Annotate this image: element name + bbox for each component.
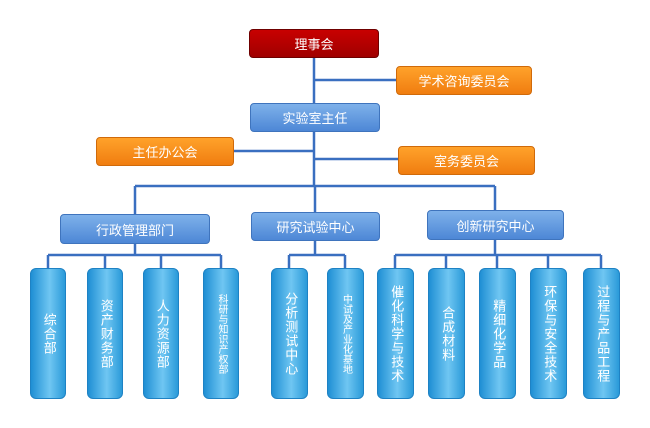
affairs-committee-label: 室务委员会 [433, 155, 499, 170]
leaf-synthetic-materials: 合成材料 [428, 268, 465, 399]
leaf-label: 科研与知识产权部 [216, 293, 227, 374]
leaf-label: 环保与安全技术 [541, 284, 557, 383]
director-office-box: 主任办公会 [96, 137, 234, 166]
academic-committee-box: 学术咨询委员会 [396, 66, 532, 95]
department-innovation-label: 创新研究中心 [456, 219, 535, 235]
leaf-label: 中试及产业化基地 [340, 293, 352, 374]
leaf-general-dept: 综合部 [30, 268, 66, 399]
leaf-label: 综合部 [40, 312, 56, 355]
director-label: 实验室主任 [282, 112, 348, 127]
department-innovation-box: 创新研究中心 [427, 210, 564, 240]
department-admin-label: 行政管理部门 [95, 223, 174, 239]
leaf-label: 人力资源部 [153, 298, 169, 369]
leaf-research-ip: 科研与知识产权部 [203, 268, 239, 399]
leaf-assets-finance: 资产财务部 [87, 268, 123, 399]
leaf-process-product: 过程与产品工程 [583, 268, 620, 399]
leaf-label: 过程与产品工程 [594, 284, 610, 383]
council-box: 理事会 [249, 29, 379, 58]
leaf-label: 精细化学品 [490, 298, 506, 369]
leaf-human-resources: 人力资源部 [143, 268, 179, 399]
director-office-label: 主任办公会 [132, 146, 198, 161]
leaf-fine-chemicals: 精细化学品 [479, 268, 516, 399]
leaf-label: 分析测试中心 [282, 291, 298, 376]
leaf-label: 合成材料 [439, 305, 455, 362]
leaf-analysis-testing: 分析测试中心 [271, 268, 308, 399]
leaf-catalysis: 催化科学与技术 [377, 268, 414, 399]
department-testing-box: 研究试验中心 [251, 212, 380, 241]
leaf-pilot-industrialization: 中试及产业化基地 [327, 268, 364, 399]
council-label: 理事会 [294, 38, 334, 53]
leaf-label: 资产财务部 [97, 298, 113, 369]
leaf-label: 催化科学与技术 [388, 284, 404, 383]
leaf-environment-safety: 环保与安全技术 [530, 268, 567, 399]
academic-committee-label: 学术咨询委员会 [418, 75, 510, 90]
department-admin-box: 行政管理部门 [60, 214, 210, 244]
affairs-committee-box: 室务委员会 [398, 146, 535, 175]
director-box: 实验室主任 [250, 103, 380, 132]
department-testing-label: 研究试验中心 [276, 221, 355, 236]
